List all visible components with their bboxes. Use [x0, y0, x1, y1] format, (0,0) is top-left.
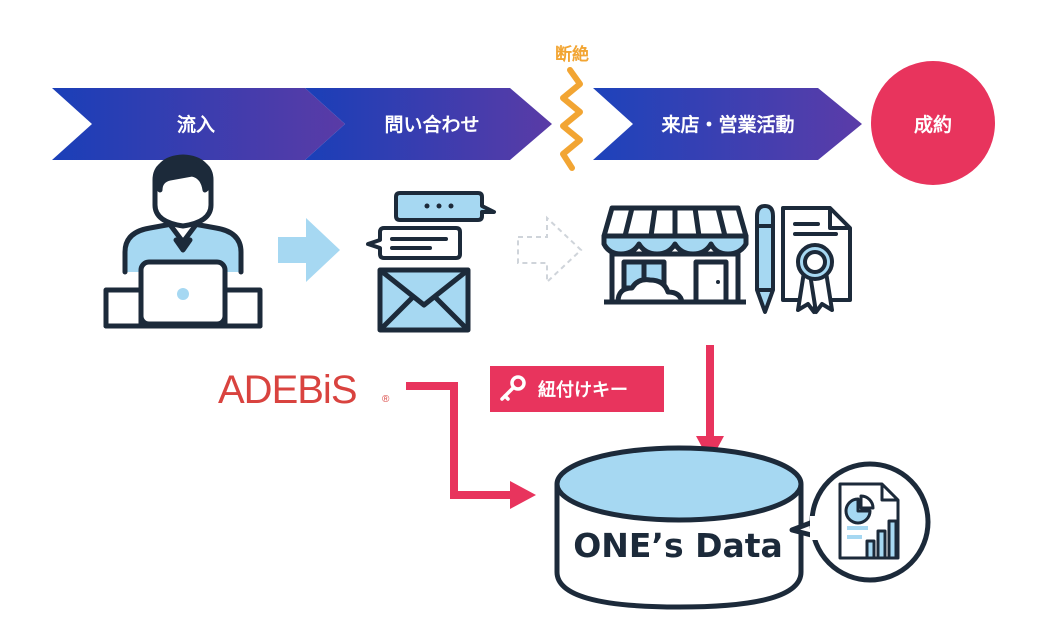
report-circle — [789, 461, 931, 583]
connector-adebis-to-db — [406, 382, 536, 509]
break-label: 断絶 — [555, 44, 589, 65]
goal-circle: 成約 — [871, 61, 995, 185]
stage-chevron-inflow: 流入 — [52, 88, 345, 160]
stage-chevron-inquiry: 問い合わせ — [305, 88, 552, 160]
break-marker: 断絶 — [555, 44, 589, 171]
key-badge-label: 紐付けキー — [538, 379, 628, 401]
flow-arrow-solid — [278, 218, 340, 282]
flow-arrow-dashed — [517, 215, 583, 285]
report-document-icon — [838, 482, 900, 560]
contract-certificate-icon — [781, 206, 852, 314]
goal-label: 成約 — [914, 113, 952, 136]
store-icon — [601, 205, 749, 305]
connector-store-to-db — [696, 345, 724, 462]
envelope-icon — [377, 267, 471, 333]
stage-label-inflow: 流入 — [177, 113, 215, 136]
chat-bubbles-icon — [366, 191, 496, 260]
logo-text: ADEBiS — [218, 368, 357, 412]
database-label: ONE’s Data — [573, 526, 783, 565]
adebis-logo: ADEBiS ® — [218, 368, 390, 412]
person-laptop-icon — [103, 154, 263, 329]
stage-chevron-visit-sales: 来店・営業活動 — [593, 88, 862, 160]
stage-label-inquiry: 問い合わせ — [384, 113, 479, 136]
logo-registered-mark: ® — [382, 394, 390, 405]
ones-data-database: ONE’s Data — [554, 445, 804, 610]
stage-label-visit-sales: 来店・営業活動 — [661, 113, 794, 136]
pen-icon — [755, 204, 775, 314]
linking-key-badge: 紐付けキー — [490, 366, 664, 412]
break-zigzag — [560, 67, 583, 171]
key-icon — [500, 375, 526, 401]
